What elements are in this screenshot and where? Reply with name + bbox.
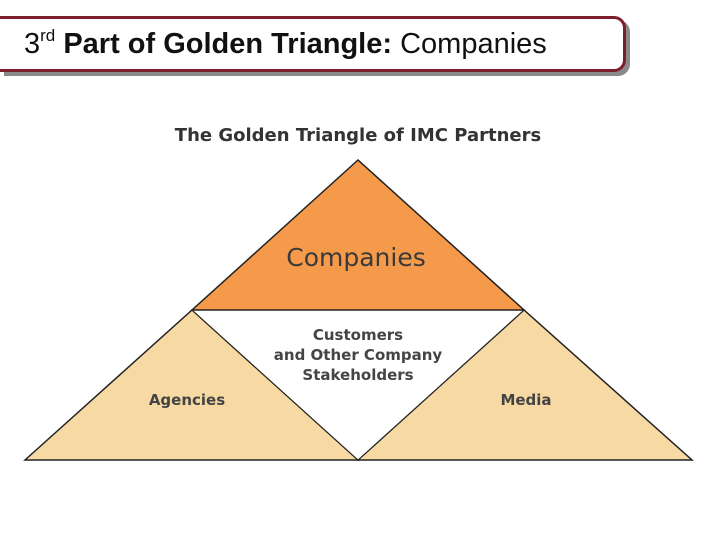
title-rest: Companies <box>392 28 547 60</box>
title-superscript: rd <box>40 26 56 45</box>
customers-label-line3: Stakeholders <box>302 366 413 384</box>
media-label: Media <box>500 391 551 409</box>
companies-triangle <box>190 158 526 311</box>
customers-label-line1: Customers <box>313 326 403 344</box>
title-bold: Part of Golden Triangle: <box>55 28 393 60</box>
diagram-title: The Golden Triangle of IMC Partners <box>175 125 541 146</box>
companies-label: Companies <box>286 243 426 272</box>
slide-title-bar <box>0 16 626 72</box>
customers-label-line2: and Other Company <box>274 346 443 364</box>
slide-title: 3rd Part of Golden Triangle: Companies <box>24 26 547 61</box>
agencies-label: Agencies <box>149 391 225 409</box>
title-prefix: 3 <box>24 28 41 60</box>
